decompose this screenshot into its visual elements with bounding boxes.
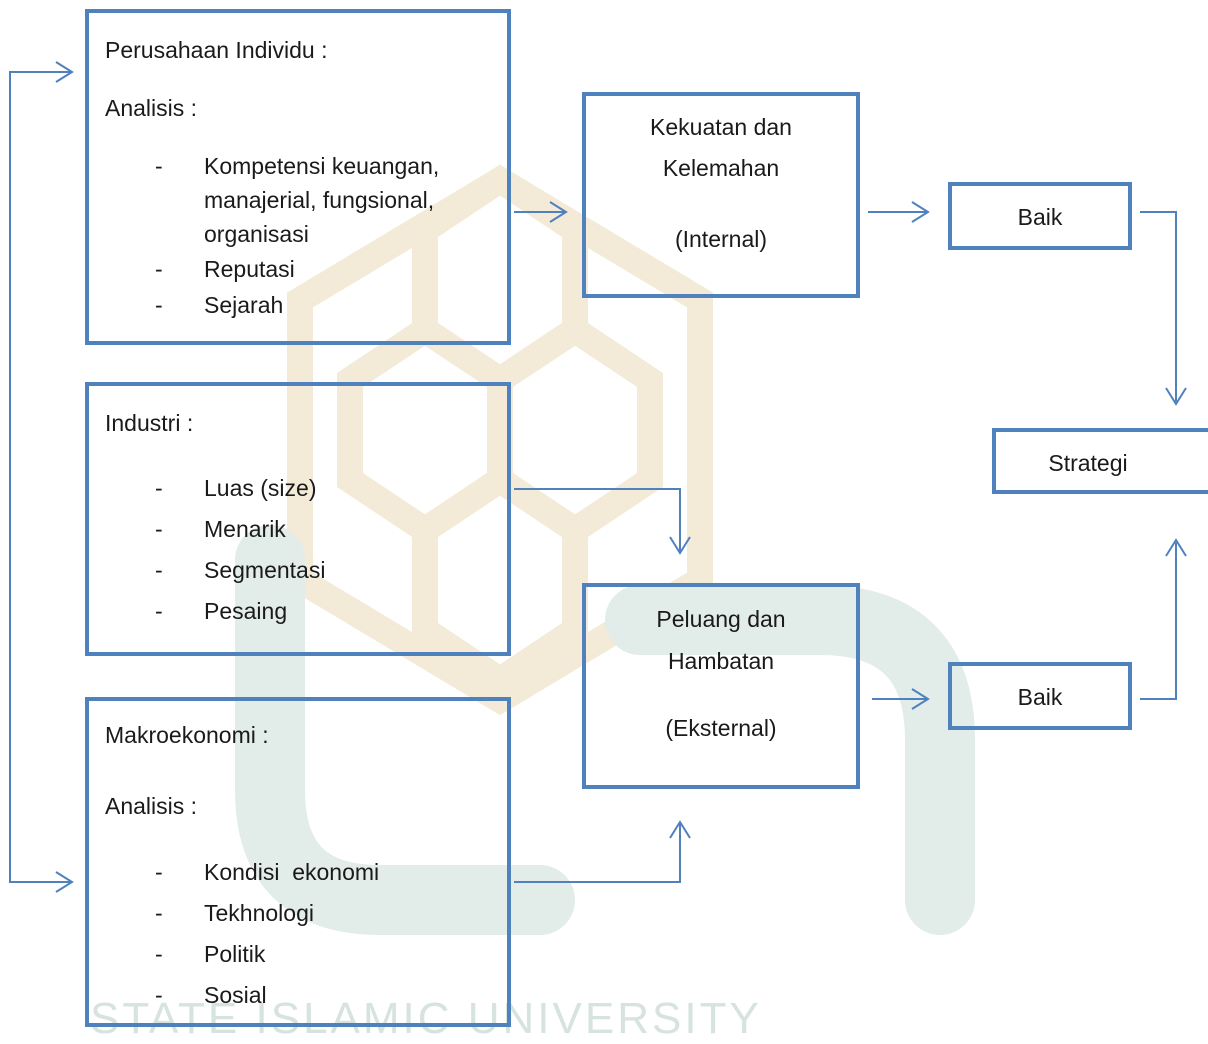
eksternal-line2: Hambatan (667, 648, 775, 674)
list-item: Segmentasi (89, 550, 489, 591)
perusahaan-subtitle: Analisis : (105, 95, 198, 121)
list-item: Tekhnologi (89, 893, 489, 934)
eksternal-line1: Peluang dan (656, 606, 786, 632)
internal-line1: Kekuatan dan (650, 114, 792, 140)
arrow-baik-to-strategi-top (1140, 211, 1177, 404)
makro-list: Kondisi ekonomi Tekhnologi Politik Sosia… (89, 852, 489, 1016)
left-loop-line (9, 71, 72, 883)
industri-list: Luas (size) Menarik Segmentasi Pesaing (89, 468, 489, 632)
baik-top-label: Baik (1017, 204, 1063, 230)
arrow-baik-to-strategi-bottom (1140, 540, 1177, 700)
list-item: Sosial (89, 975, 489, 1016)
list-item: Sejarah (89, 287, 489, 323)
perusahaan-box: Perusahaan Individu : Analisis : Kompete… (85, 9, 511, 345)
list-item: Kompetensi keuangan, manajerial, fungsio… (89, 149, 489, 251)
list-item: Luas (size) (89, 468, 489, 509)
internal-line3: (Internal) (674, 226, 768, 252)
list-item: Reputasi (89, 251, 489, 287)
left-loop-arrow-bottom (55, 871, 74, 893)
eksternal-box: Peluang dan Hambatan (Eksternal) (582, 583, 860, 789)
makro-subtitle: Analisis : (105, 793, 198, 819)
makro-title: Makroekonomi : (105, 722, 269, 748)
industri-title: Industri : (105, 410, 194, 436)
makro-box: Makroekonomi : Analisis : Kondisi ekonom… (85, 697, 511, 1027)
list-item: Menarik (89, 509, 489, 550)
eksternal-line3: (Eksternal) (665, 715, 777, 741)
perusahaan-title: Perusahaan Individu : (105, 37, 328, 63)
strategi-label: Strategi (1048, 450, 1128, 476)
list-item: Politik (89, 934, 489, 975)
strategi-box: Strategi (992, 428, 1208, 494)
internal-box: Kekuatan dan Kelemahan (Internal) (582, 92, 860, 298)
industri-box: Industri : Luas (size) Menarik Segmentas… (85, 382, 511, 656)
list-item: Kondisi ekonomi (89, 852, 489, 893)
list-item: Pesaing (89, 591, 489, 632)
baik-bottom-label: Baik (1017, 684, 1063, 710)
internal-line2: Kelemahan (662, 155, 780, 181)
diagram-canvas: STATE ISLAMIC UNIVERSITY (0, 0, 1208, 1013)
left-loop-arrow-top (55, 61, 74, 83)
perusahaan-list: Kompetensi keuangan, manajerial, fungsio… (89, 149, 489, 323)
baik-bottom-box: Baik (948, 662, 1132, 730)
arrow-makro-to-eksternal (514, 822, 681, 883)
arrow-industri-to-eksternal (514, 488, 681, 553)
baik-top-box: Baik (948, 182, 1132, 250)
